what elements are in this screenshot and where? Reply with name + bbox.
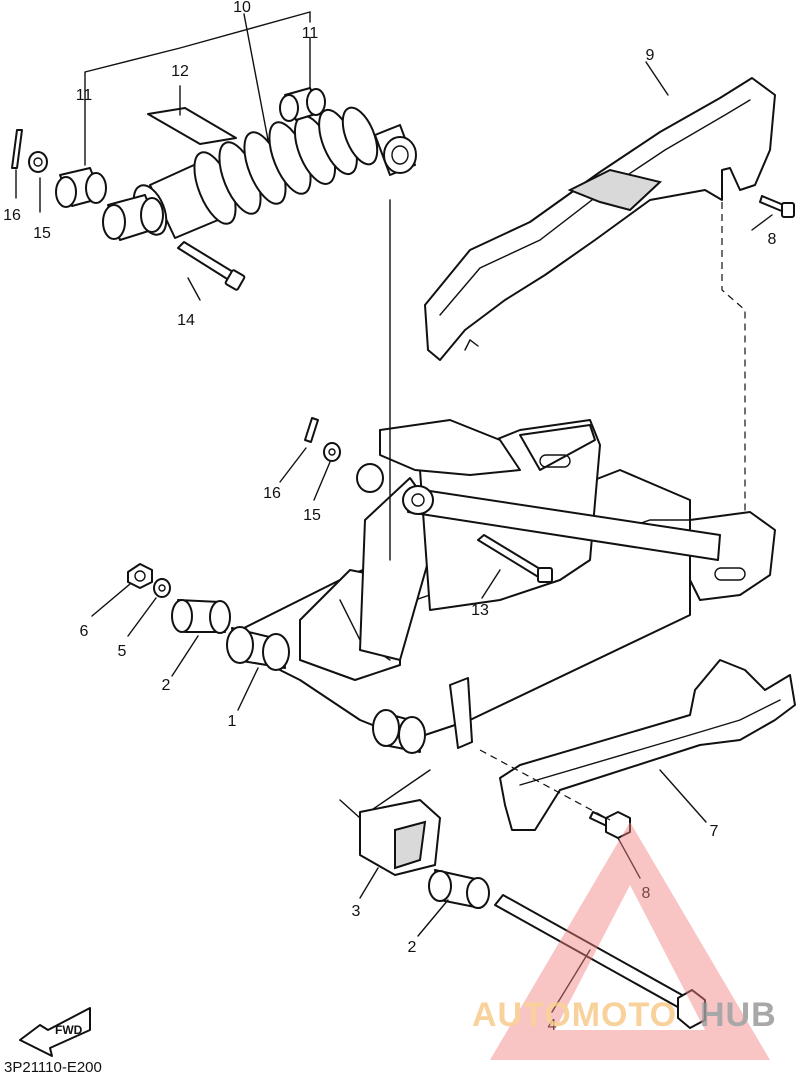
diagram-code: 3P21110-E200 — [4, 1059, 102, 1076]
shock-label-plate — [147, 107, 237, 145]
callout-12: 12 — [171, 63, 189, 80]
fwd-arrow: FWD — [19, 1007, 91, 1057]
callout-1: 1 — [228, 713, 237, 730]
automotohub-watermark: AUTOMOTO HUB — [472, 822, 777, 1060]
chain-case-bolt-upper — [759, 195, 795, 218]
cotter-pin-16-lower — [304, 417, 319, 443]
watermark-triangle-logo — [490, 822, 770, 1060]
washer-15-top — [28, 151, 48, 173]
washer-15-lower — [323, 442, 341, 462]
collar-1 — [226, 626, 290, 671]
fwd-label: FWD — [55, 1023, 83, 1037]
bushing-2-lower — [428, 869, 490, 909]
shock-mount-bolt — [477, 534, 553, 583]
callout-3: 3 — [352, 903, 361, 920]
nut-6 — [127, 563, 153, 589]
watermark-prefix: AUTOMOTO — [472, 996, 677, 1034]
callout-15-lower: 15 — [303, 507, 321, 524]
callout-8-upper: 8 — [768, 231, 777, 248]
callout-2-upper: 2 — [162, 677, 171, 694]
callout-7: 7 — [710, 823, 719, 840]
chain-case — [424, 77, 776, 361]
watermark-suffix: HUB — [700, 996, 777, 1034]
shock-bolt — [177, 241, 246, 291]
callout-13: 13 — [471, 602, 489, 619]
callout-15-top: 15 — [33, 225, 51, 242]
callout-2-lower: 2 — [408, 939, 417, 956]
callout-14: 14 — [177, 312, 195, 329]
callout-16-top: 16 — [3, 207, 21, 224]
pivot-shaft-4 — [494, 894, 706, 1029]
shock-bushing-upper — [279, 87, 326, 122]
callout-16-lower: 16 — [263, 485, 281, 502]
thrust-cover-3 — [359, 799, 441, 876]
washer-5 — [153, 578, 171, 598]
callout-leaders — [15, 11, 773, 1013]
pivot-collar-front — [372, 709, 426, 754]
callout-6: 6 — [80, 623, 89, 640]
callout-11-left: 11 — [76, 87, 93, 104]
shock-spring — [193, 106, 379, 225]
cotter-pin-16-top — [11, 129, 23, 169]
bushing-2-upper — [171, 599, 231, 634]
shock-bushing-lower — [55, 167, 107, 208]
rear-shock-absorber-assembly — [132, 106, 417, 239]
chain-guide — [499, 659, 796, 831]
callout-11-right: 11 — [302, 25, 319, 42]
callout-5: 5 — [118, 643, 127, 660]
callout-labels: 10 11 11 12 14 15 16 9 8 16 15 13 6 5 2 … — [3, 0, 776, 1034]
callout-4: 4 — [548, 1017, 557, 1034]
callout-10: 10 — [233, 0, 251, 16]
callout-8-lower: 8 — [642, 885, 651, 902]
callout-9: 9 — [646, 47, 655, 64]
shock-lower-collar — [102, 194, 164, 241]
